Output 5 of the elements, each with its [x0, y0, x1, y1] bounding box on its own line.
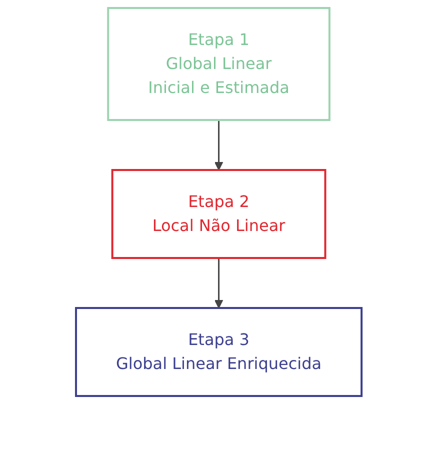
arrow — [214, 258, 223, 308]
node-box: Etapa 1 Global Linear Inicial e Estimada — [106, 7, 330, 121]
arrow — [214, 120, 223, 170]
node-box: Etapa 2 Local Não Linear — [111, 169, 326, 259]
node-box: Etapa 3 Global Linear Enriquecida — [74, 307, 362, 397]
